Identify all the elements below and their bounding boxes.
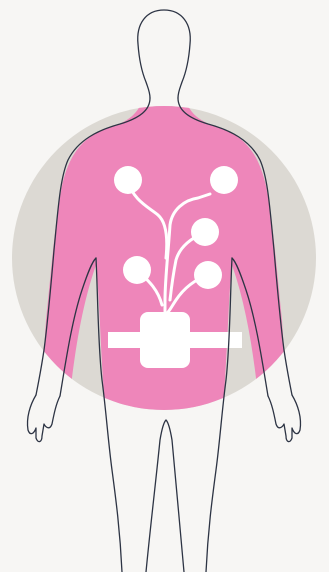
right-hand-outline bbox=[268, 395, 301, 442]
sensor-pad-upper-right bbox=[210, 166, 238, 194]
left-hand-outline bbox=[27, 395, 60, 442]
sensor-pad-lower-left bbox=[123, 256, 151, 284]
head-outline bbox=[138, 10, 191, 98]
sensor-pad-middle-right bbox=[191, 218, 219, 246]
sensor-pad-lower-right bbox=[194, 261, 222, 289]
sensor-pad-upper-left bbox=[114, 166, 142, 194]
inner-legs-outline bbox=[146, 420, 184, 572]
central-unit bbox=[140, 312, 190, 368]
